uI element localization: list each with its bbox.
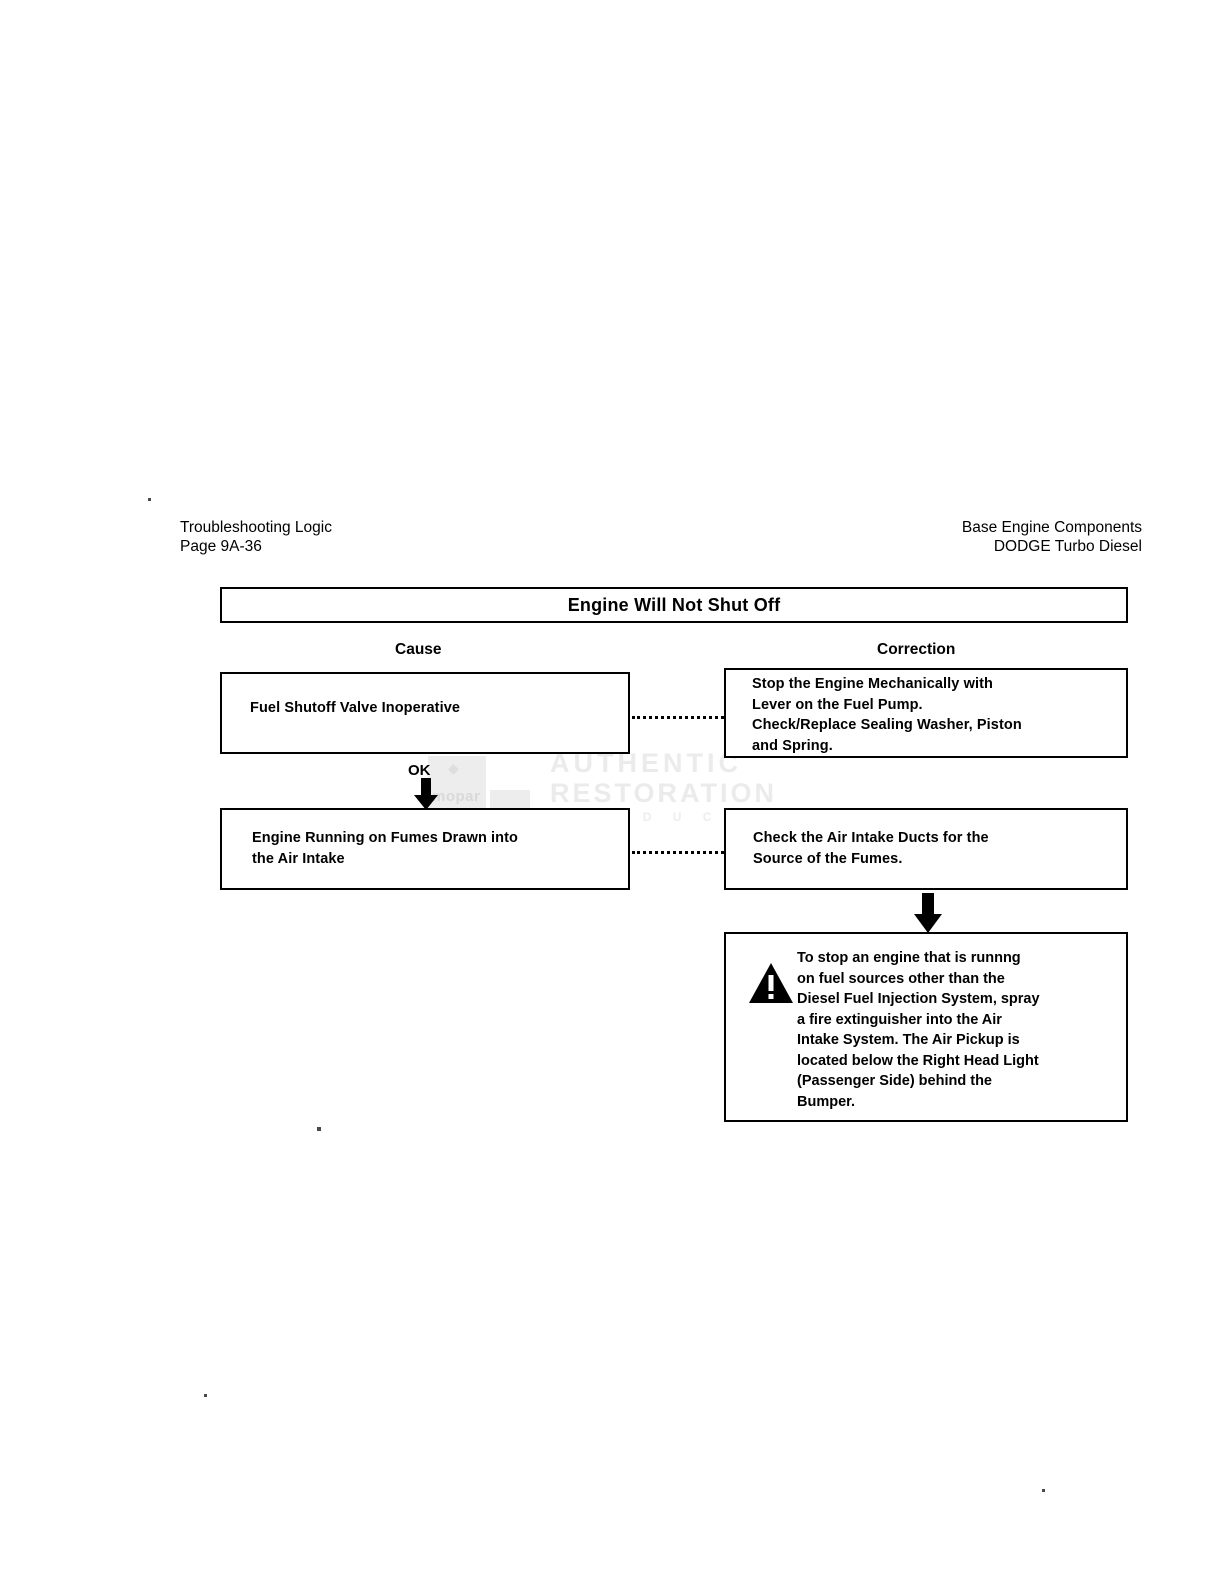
warning-box	[724, 932, 1128, 1122]
arrow-down-icon-cause	[413, 778, 439, 810]
warning-box-text: To stop an engine that is runnng on fuel…	[797, 950, 1040, 1110]
correction-box-2	[724, 808, 1128, 890]
page-header-left: Troubleshooting Logic Page 9A-36	[180, 519, 332, 555]
scan-speck	[317, 1127, 321, 1131]
cause-box-2-text: Engine Running on Fumes Drawn into the A…	[252, 830, 518, 867]
scan-speck	[1042, 1489, 1045, 1492]
watermark-line-2: RESTORATION	[550, 778, 778, 808]
connector-dotted-2	[632, 851, 724, 854]
warning-triangle-icon	[748, 962, 794, 1004]
cause-box-1	[220, 672, 630, 754]
ok-label: OK	[408, 762, 431, 779]
cause-box-1-text: Fuel Shutoff Valve Inoperative	[250, 700, 461, 716]
correction-box-1	[724, 668, 1128, 758]
arrow-down-icon-correction	[913, 893, 943, 933]
chart-title-bar: Engine Will Not Shut Off	[220, 587, 1128, 623]
chart-title: Engine Will Not Shut Off	[567, 594, 781, 615]
cause-box-2	[220, 808, 630, 890]
correction-box-1-text: Stop the Engine Mechanically with Lever …	[752, 676, 1022, 754]
correction-box-2-text: Check the Air Intake Ducts for the Sourc…	[753, 830, 989, 867]
connector-dotted-1	[632, 716, 724, 719]
page-header-right: Base Engine Components DODGE Turbo Diese…	[961, 519, 1142, 555]
pentastar-icon: ◆	[448, 760, 459, 776]
column-header-correction: Correction	[877, 641, 956, 658]
scan-speck	[204, 1394, 207, 1397]
watermark-brand: mopar	[432, 788, 481, 805]
scan-speck	[148, 498, 151, 501]
column-header-cause: Cause	[395, 641, 442, 658]
